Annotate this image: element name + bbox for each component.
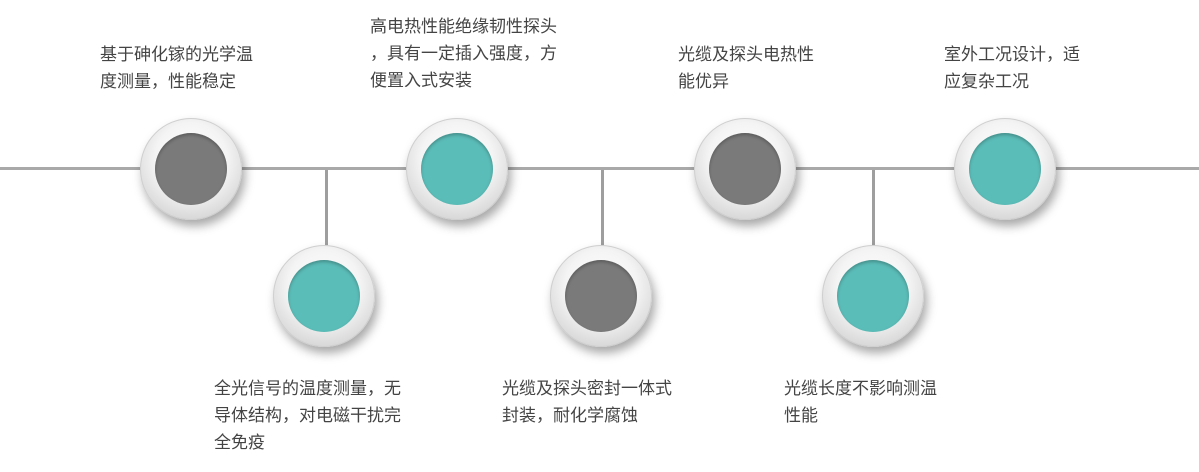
feature-node-3 [406, 118, 508, 220]
feature-dot-6 [837, 260, 909, 332]
feature-text-5: 光缆及探头电热性 能优异 [678, 45, 814, 92]
feature-text-3: 高电热性能绝缘韧性探头 ，具有一定插入强度，方 便置入式安装 [370, 17, 557, 91]
connector-2 [325, 170, 328, 252]
feature-node-7 [954, 118, 1056, 220]
feature-text-2: 全光信号的温度测量，无 导体结构，对电磁干扰完 全免疫 [214, 379, 401, 453]
feature-text-7: 室外工况设计，适 应复杂工况 [944, 45, 1080, 92]
connector-4 [601, 170, 604, 252]
feature-dot-4 [565, 260, 637, 332]
feature-text-1: 基于砷化镓的光学温 度测量，性能稳定 [100, 45, 253, 92]
feature-dot-1 [155, 133, 227, 205]
feature-text-6: 光缆长度不影响测温 性能 [784, 379, 937, 426]
connector-6 [872, 170, 875, 252]
feature-text-4: 光缆及探头密封一体式 封装，耐化学腐蚀 [502, 379, 672, 426]
feature-dot-2 [288, 260, 360, 332]
feature-node-2 [273, 245, 375, 347]
feature-node-4 [550, 245, 652, 347]
feature-node-1 [140, 118, 242, 220]
feature-dot-7 [969, 133, 1041, 205]
feature-dot-5 [709, 133, 781, 205]
timeline-axis [0, 167, 1199, 170]
feature-node-6 [822, 245, 924, 347]
feature-dot-3 [421, 133, 493, 205]
feature-node-5 [694, 118, 796, 220]
